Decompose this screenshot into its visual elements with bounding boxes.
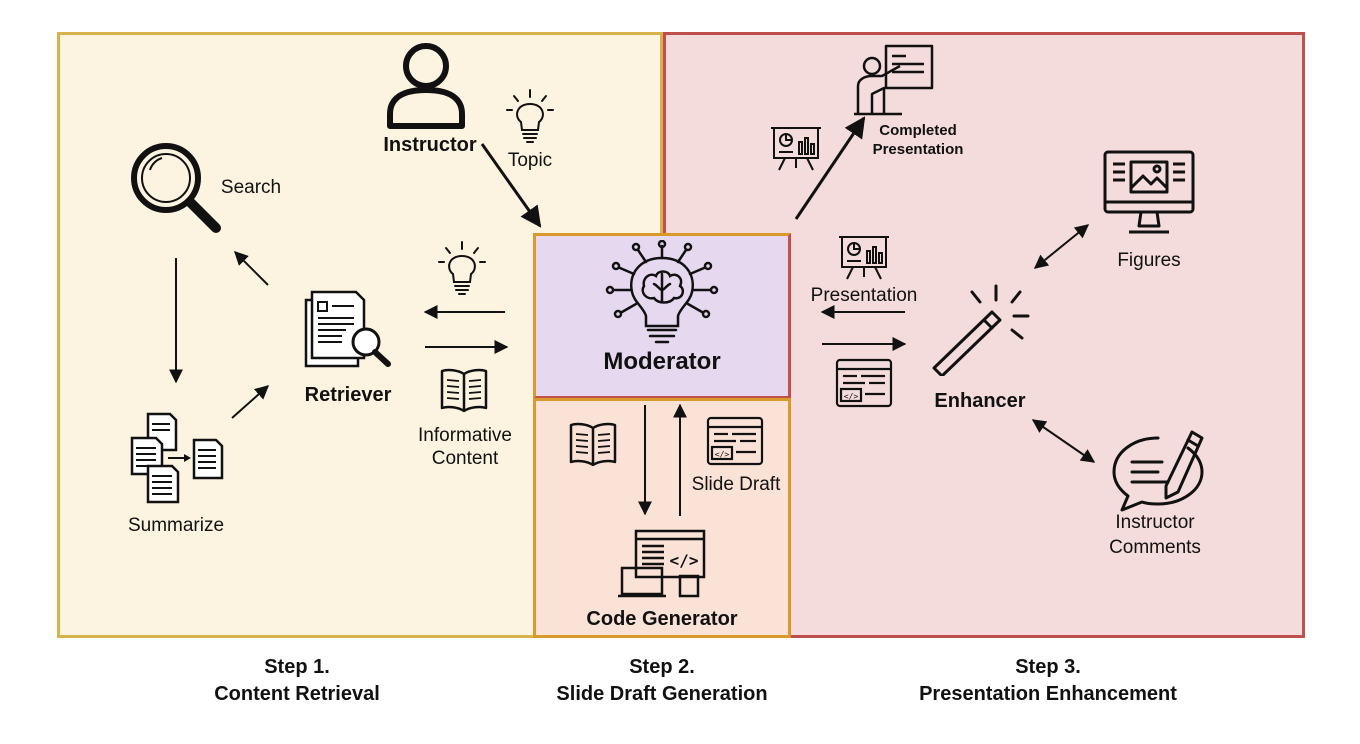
retriever-label: Retriever — [304, 384, 392, 406]
open-book-icon — [569, 422, 617, 467]
presentation-label: Presentation — [810, 285, 918, 306]
topic-label: Topic — [507, 150, 553, 171]
magnifier-icon — [131, 143, 221, 233]
magic-wand-icon — [932, 284, 1030, 376]
person-icon — [387, 43, 465, 129]
documents-icon — [130, 412, 224, 504]
arrow-retriever-to-search — [234, 251, 269, 286]
monitor-image-icon — [1103, 150, 1195, 234]
instructor-comments-line2: Comments — [1109, 536, 1201, 558]
arrow-summarize-to-retriever — [231, 385, 270, 419]
summarize-label: Summarize — [127, 515, 225, 536]
step1-title: Step 1. — [264, 656, 330, 678]
informative-content-line1: Informative — [418, 425, 512, 446]
search-label: Search — [220, 177, 282, 198]
arrow-enhancer-figures — [1033, 224, 1090, 269]
svg-text:</>: </> — [670, 551, 699, 570]
presenter-board-icon — [854, 44, 934, 116]
chart-easel-icon — [771, 127, 821, 171]
lightbulb-icon — [438, 241, 486, 295]
chart-easel-icon — [839, 236, 889, 280]
informative-content-label: Informative Content — [395, 425, 535, 471]
completed-presentation-label: Completed Presentation — [858, 122, 978, 160]
open-book-icon — [440, 368, 488, 413]
arrow-enhancer-comments — [1031, 419, 1096, 463]
moderator-label: Moderator — [603, 348, 721, 375]
step3-subtitle: Presentation Enhancement — [919, 683, 1177, 705]
step1-caption: Step 1. Content Retrieval — [147, 654, 447, 708]
step2-title: Step 2. — [629, 656, 695, 678]
step1-subtitle: Content Retrieval — [214, 683, 380, 705]
step2-caption: Step 2. Slide Draft Generation — [502, 654, 822, 708]
svg-text:</>: </> — [715, 450, 730, 459]
arrow-moderator-to-completed — [794, 116, 866, 220]
step2-subtitle: Slide Draft Generation — [556, 683, 768, 705]
figures-label: Figures — [1117, 250, 1181, 271]
svg-text:</>: </> — [844, 392, 859, 401]
brain-circuit-icon — [605, 240, 719, 344]
lightbulb-icon — [506, 89, 554, 143]
completed-line2: Presentation — [872, 140, 964, 158]
speech-bubble-pen-icon — [1112, 430, 1204, 512]
instructor-comments-line1: Instructor — [1115, 512, 1195, 533]
code-window-icon: </> — [835, 358, 893, 408]
code-generator-label: Code Generator — [586, 608, 738, 630]
step3-title: Step 3. — [1015, 656, 1081, 678]
document-search-icon — [304, 290, 391, 368]
enhancer-label: Enhancer — [934, 390, 1026, 412]
moderator-box — [533, 233, 791, 399]
code-generator-box — [533, 398, 791, 638]
instructor-label: Instructor — [383, 134, 477, 156]
completed-line1: Completed — [879, 122, 957, 139]
informative-content-line2: Content — [431, 447, 499, 469]
arrow-instructor-to-moderator — [480, 143, 542, 228]
slide-draft-label: Slide Draft — [691, 474, 781, 495]
step3-caption: Step 3. Presentation Enhancement — [868, 654, 1228, 708]
computer-code-icon: </> — [618, 529, 706, 598]
code-window-icon: </> — [706, 416, 764, 466]
instructor-comments-label: Instructor Comments — [1090, 511, 1220, 560]
